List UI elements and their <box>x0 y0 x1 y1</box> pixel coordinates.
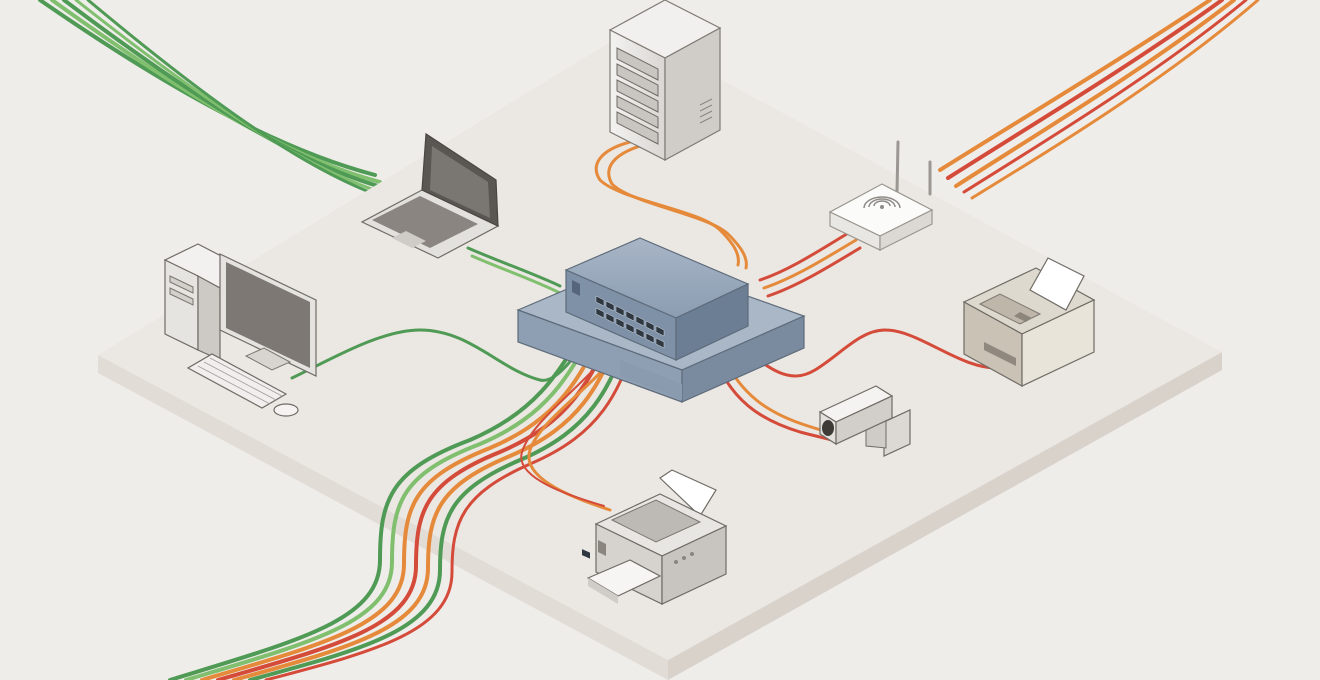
desktop-computer-icon <box>163 243 317 417</box>
network-switch-icon <box>516 237 806 559</box>
security-camera-icon <box>818 385 911 457</box>
cable-bundle-top-left <box>38 0 397 203</box>
wifi-router-icon <box>828 140 934 251</box>
printer-icon <box>962 257 1096 388</box>
server-icon <box>608 0 722 162</box>
laptop-icon <box>360 132 500 259</box>
device-cables <box>290 140 1002 512</box>
cable-bundle-top-right <box>938 0 1260 200</box>
cable-bundle-bottom-left <box>168 318 640 680</box>
printer-icon <box>586 469 728 605</box>
